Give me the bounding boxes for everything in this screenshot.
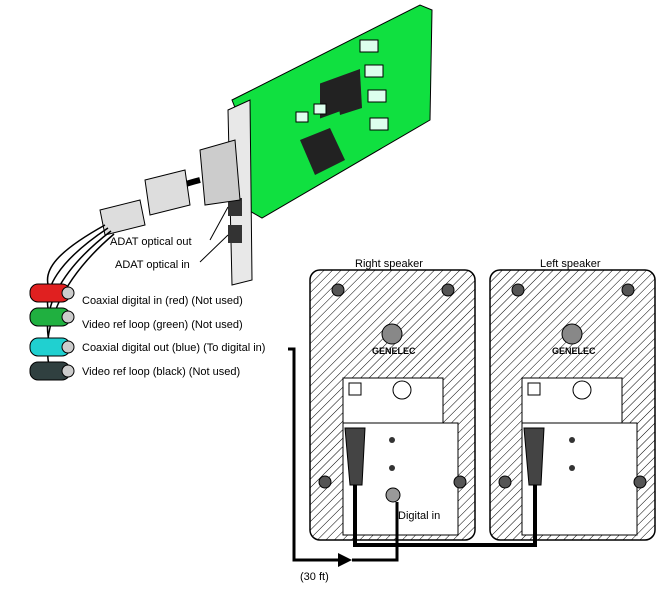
xlr-connector (344, 427, 366, 486)
right-speaker-label: Right speaker (355, 258, 423, 270)
breakout-cable (46, 169, 201, 371)
rca-blue (29, 337, 75, 357)
connector-label-green: Video ref loop (green) (Not used) (82, 319, 243, 331)
left-speaker: GENELEC (489, 269, 656, 541)
dvi-connector (199, 139, 241, 206)
connector-label-red: Coaxial digital in (red) (Not used) (82, 295, 243, 307)
arrow-icon (338, 553, 352, 567)
rca-black (29, 361, 75, 381)
adat-in-label: ADAT optical in (115, 259, 190, 271)
connector-label-black: Video ref loop (black) (Not used) (82, 366, 240, 378)
adat-out-port (228, 198, 242, 216)
brand-logo-right: GENELEC (372, 346, 416, 356)
right-speaker: GENELEC (309, 269, 476, 541)
left-speaker-label: Left speaker (540, 258, 601, 270)
brand-logo-left: GENELEC (552, 346, 596, 356)
adat-in-port (228, 225, 242, 243)
pcie-card (199, 4, 433, 286)
digital-in-label: Digital in (398, 510, 440, 522)
digital-cable (288, 347, 399, 562)
adat-out-label: ADAT optical out (110, 236, 192, 248)
connector-label-blue: Coaxial digital out (blue) (To digital i… (82, 342, 265, 354)
rca-green (29, 307, 75, 327)
rca-red (29, 283, 75, 303)
rca-connectors (29, 283, 75, 381)
digital-in-port (385, 487, 401, 503)
cable-length-label: (30 ft) (300, 571, 329, 583)
speaker-link-cable (353, 485, 537, 547)
